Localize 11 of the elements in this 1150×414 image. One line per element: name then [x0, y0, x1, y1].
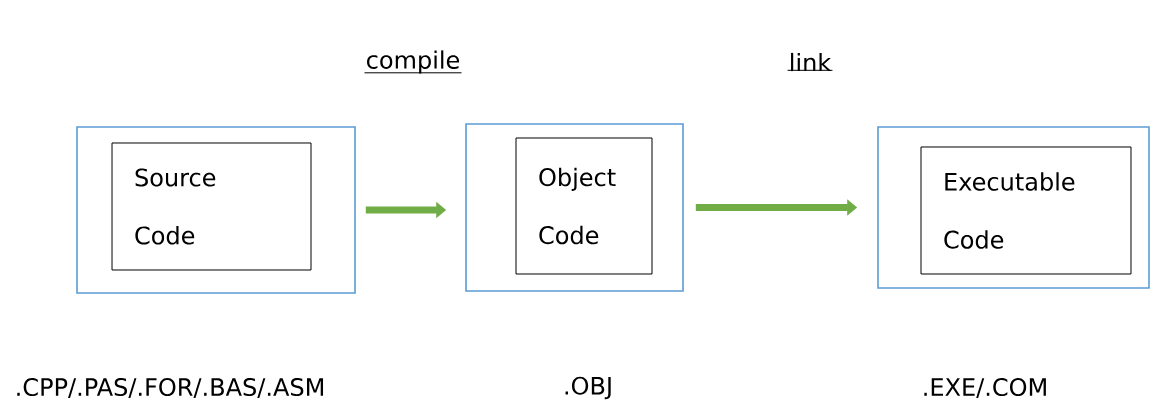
- frame-box: [465, 123, 684, 292]
- extension-label: .EXE/.COM: [924, 377, 1046, 398]
- step-label: compile: [367, 50, 460, 74]
- code-box: Source Code: [111, 142, 312, 271]
- frame-box: [877, 126, 1150, 289]
- extension-label: .OBJ: [565, 376, 611, 400]
- frame-box: [76, 126, 356, 294]
- step-label: link: [791, 52, 832, 72]
- code-box: Executable Code: [920, 146, 1132, 275]
- extension-label: .CPP/.PAS/.FOR/.BAS/.ASM: [17, 377, 324, 398]
- code-box: Object Code: [515, 137, 653, 275]
